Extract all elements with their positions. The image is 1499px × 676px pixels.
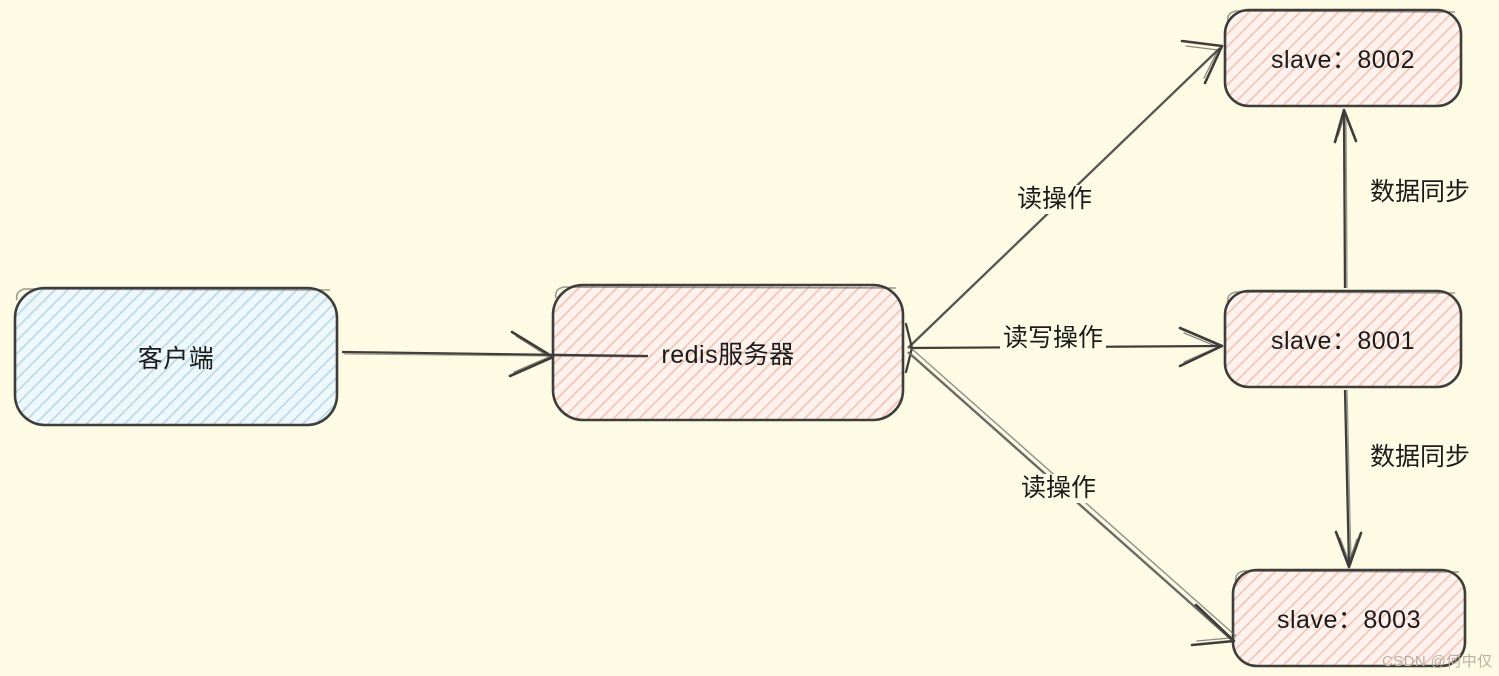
node-redis-server[interactable] <box>551 283 905 422</box>
node-redis-server-shape <box>551 283 905 422</box>
sketch-stroke <box>554 286 897 299</box>
node-slave-8003-shape <box>1231 568 1467 668</box>
edge-label-sync-up: 数据同步 <box>1367 178 1474 207</box>
sketch-stroke <box>15 288 331 301</box>
edge-sync-8001-to-8002 <box>1333 108 1358 289</box>
edge-label-read-to-8002: 读操作 <box>1014 185 1096 214</box>
arrowhead-sketch <box>1339 537 1358 564</box>
node-slave-8002[interactable] <box>1223 8 1463 108</box>
arrowhead <box>1334 530 1363 569</box>
edge-label-read-write-to-8001: 读写操作 <box>1000 324 1107 353</box>
arrowhead-sketch <box>1185 45 1219 79</box>
sketch-stroke <box>1226 10 1456 23</box>
node-slave-8001-shape <box>1223 289 1463 389</box>
edge-client-to-server <box>341 330 649 378</box>
edge-sync-8001-to-8003 <box>1334 389 1363 569</box>
csdn-watermark: CSDN @何中仅 <box>1382 653 1493 670</box>
arrowhead <box>1178 326 1224 368</box>
node-slave-8002-shape <box>1223 8 1463 108</box>
arrowhead <box>1180 39 1224 85</box>
arrowhead-sketch <box>1196 608 1232 642</box>
edge-label-read-to-8003: 读操作 <box>1018 474 1100 503</box>
node-client-shape <box>13 286 339 427</box>
arrowhead-sketch <box>513 335 551 373</box>
arrowhead <box>508 330 555 378</box>
arrowhead-sketch <box>1183 332 1220 363</box>
node-slave-8003[interactable] <box>1231 568 1467 668</box>
sketch-stroke <box>1234 570 1460 583</box>
edge-label-sync-down: 数据同步 <box>1367 443 1474 472</box>
node-slave-8001[interactable] <box>1223 289 1463 389</box>
node-client[interactable] <box>13 286 339 427</box>
sketch-stroke <box>1226 291 1456 304</box>
arrowhead-sketch <box>1337 112 1354 137</box>
